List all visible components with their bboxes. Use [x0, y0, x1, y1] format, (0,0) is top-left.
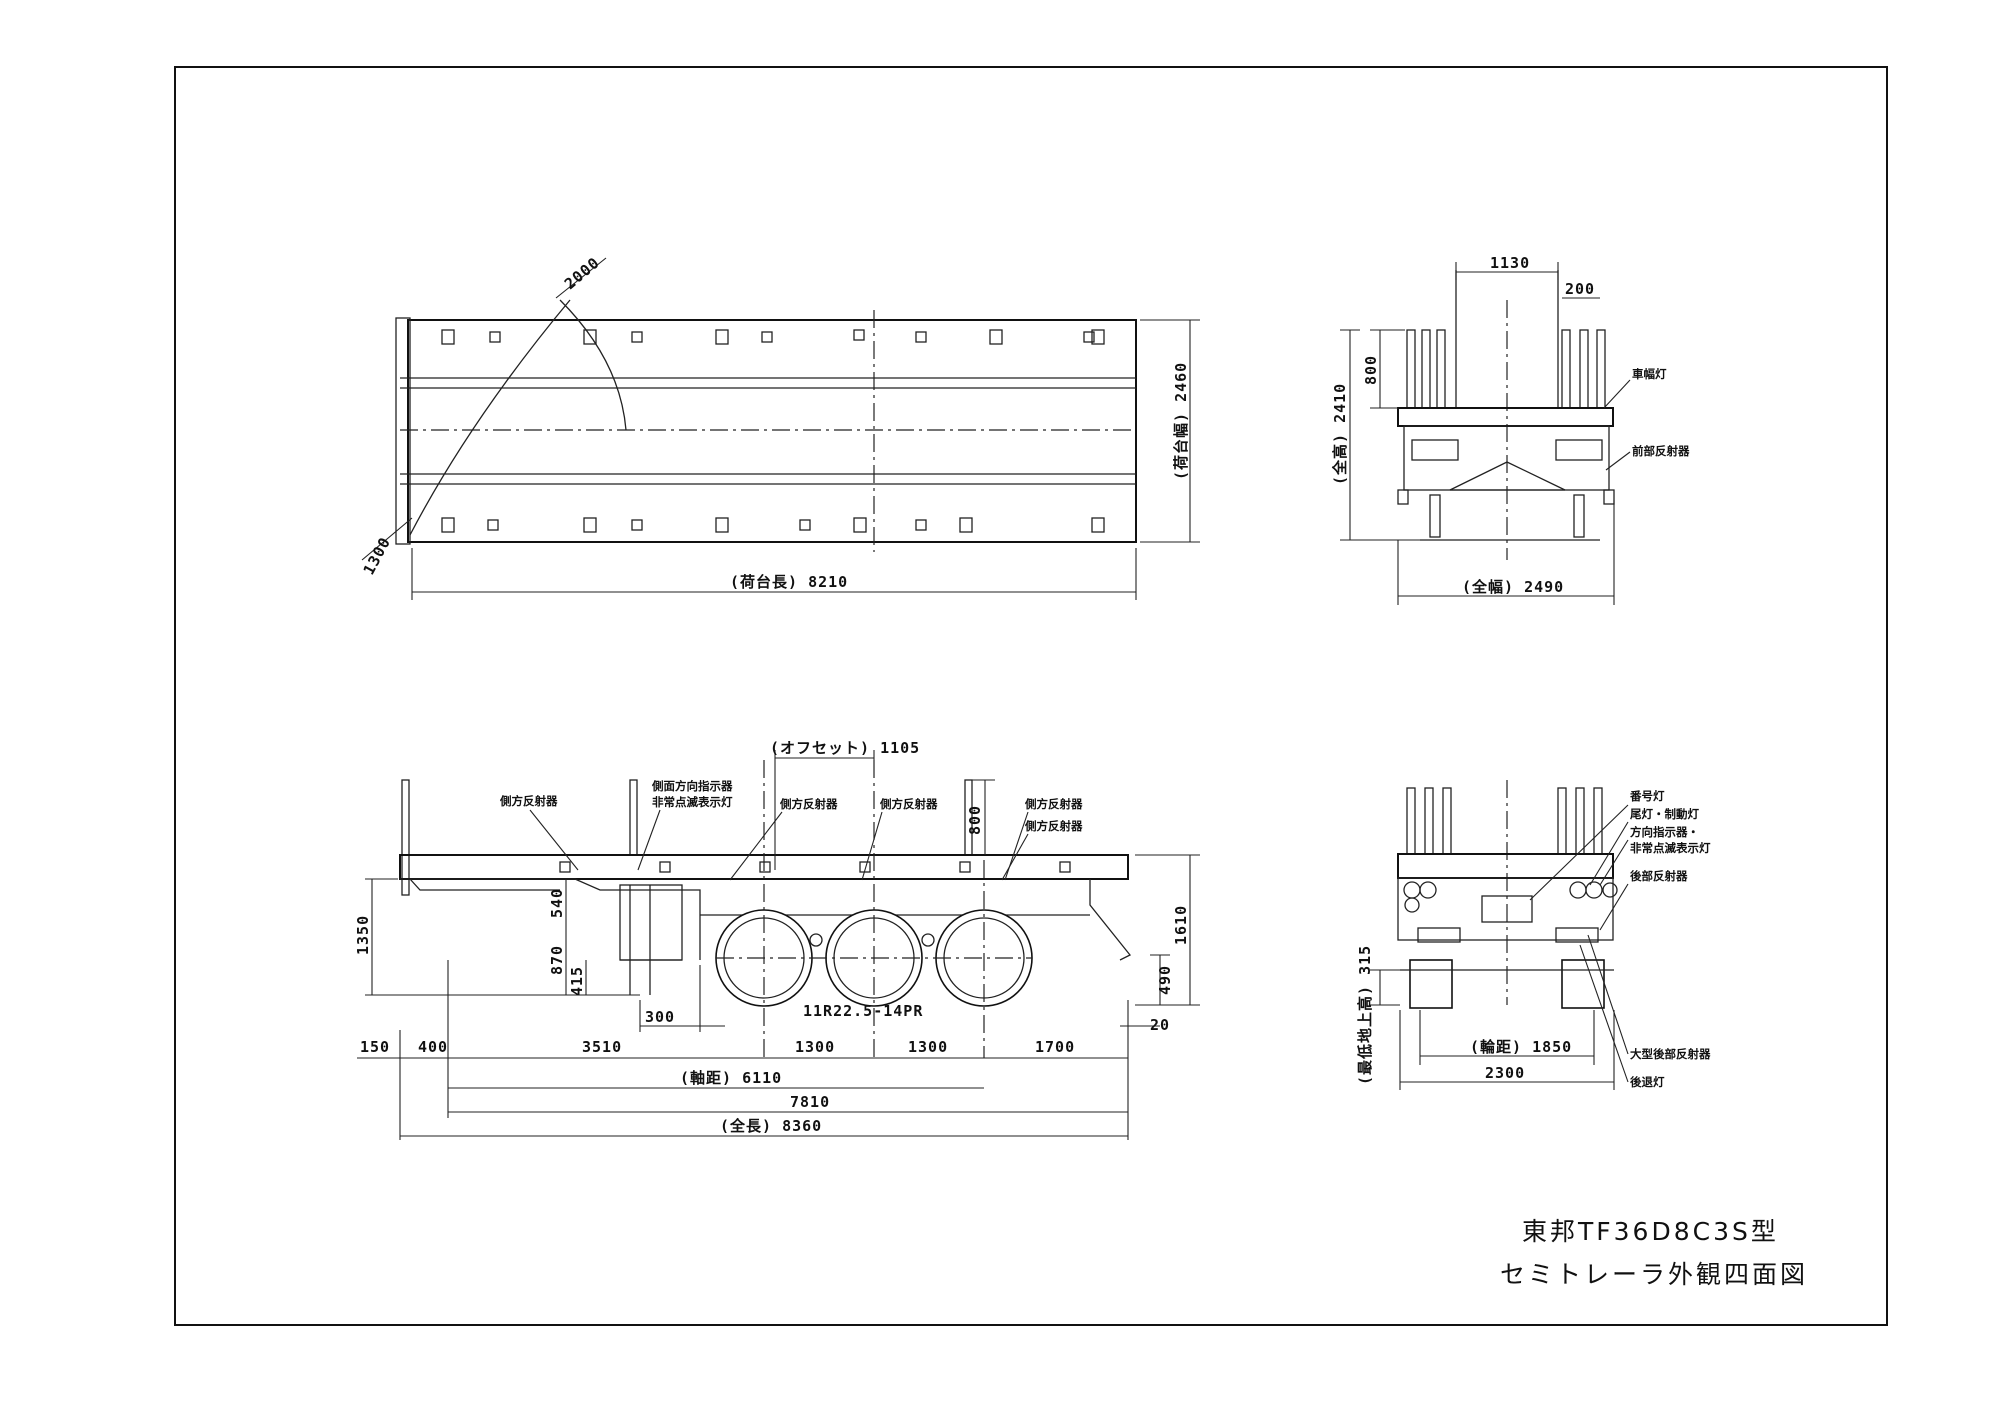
- label-turn-1: 方向指示器・: [1630, 825, 1699, 839]
- label-side-reflector-4: 側方反射器: [1024, 797, 1083, 811]
- dim-leg-offset: 300: [645, 1008, 675, 1026]
- dim-1300a: 1300: [795, 1038, 835, 1056]
- label-large-rear-reflector: 大型後部反射器: [1630, 1047, 1711, 1061]
- label-side-turn-1: 側面方向指示器: [651, 779, 733, 793]
- dim-overall-height: (全高) 2410: [1331, 383, 1349, 485]
- side-view: 1350 540 870 415 800 (オフセット) 1105 1610 4…: [354, 739, 1200, 1140]
- dim-deck-height: 1350: [354, 915, 372, 955]
- front-view: 1130 200 800 (全高) 2410 (全幅) 2490 車幅灯 前部反…: [1331, 254, 1690, 605]
- dim-overall-width: (全幅) 2490: [1462, 578, 1564, 596]
- label-width-lamp: 車幅灯: [1632, 367, 1667, 381]
- dim-underrun-h: (最低地上高) 315: [1356, 945, 1374, 1085]
- label-reverse-lamp: 後退灯: [1630, 1075, 1665, 1089]
- rear-view: (最低地上高) 315 (輪距) 1850 2300 番号灯 尾灯・制動灯 方向…: [1356, 780, 1711, 1090]
- dim-track: (輪距) 1850: [1470, 1038, 1572, 1056]
- dim-150: 150: [360, 1038, 390, 1056]
- dim-overall-length: (全長) 8360: [720, 1117, 822, 1135]
- dim-leg-h: 415: [568, 966, 586, 996]
- dim-rear-overhang-small: 20: [1150, 1016, 1170, 1034]
- dim-400: 400: [418, 1038, 448, 1056]
- label-rear-reflector: 後部反射器: [1630, 869, 1688, 883]
- label-side-reflector-1: 側方反射器: [499, 794, 558, 808]
- label-tail-brake: 尾灯・制動灯: [1629, 807, 1699, 821]
- plan-view: 2000 1300 (荷台長) 8210 (荷台幅) 2460: [360, 253, 1200, 600]
- dim-wheelbase: (軸距) 6110: [680, 1069, 782, 1087]
- dim-stanchion-height: 800: [1362, 355, 1380, 385]
- dim-deck-width: (荷台幅) 2460: [1172, 362, 1190, 480]
- dim-kingpin-front: 1300: [360, 534, 395, 578]
- dim-stanchion-width: 200: [1565, 280, 1595, 298]
- label-front-reflector: 前部反射器: [1632, 444, 1690, 458]
- dim-rear-height: 1610: [1172, 905, 1190, 945]
- dim-7810: 7810: [790, 1093, 830, 1111]
- label-side-turn-2: 非常点滅表示灯: [652, 795, 733, 809]
- label-turn-2: 非常点滅表示灯: [1630, 841, 1711, 855]
- label-side-reflector-5: 側方反射器: [1024, 819, 1083, 833]
- dim-1700: 1700: [1035, 1038, 1075, 1056]
- tire-spec: 11R22.5-14PR: [803, 1002, 923, 1020]
- label-side-reflector-3: 側方反射器: [879, 797, 938, 811]
- dim-1300b: 1300: [908, 1038, 948, 1056]
- dim-offset: (オフセット) 1105: [770, 739, 920, 757]
- dim-swing-radius: 2000: [561, 253, 603, 293]
- dim-3510: 3510: [582, 1038, 622, 1056]
- dim-coupler-h: 540: [548, 888, 566, 918]
- dim-rear-width: 2300: [1485, 1064, 1525, 1082]
- title-model: 東邦TF36D8C3S型: [1522, 1217, 1779, 1246]
- title-subtitle: セミトレーラ外観四面図: [1500, 1260, 1808, 1289]
- dim-rear-bumper-h: 490: [1156, 965, 1174, 995]
- drawing-frame: [174, 66, 1888, 1326]
- dim-side-stanchion-h: 800: [966, 805, 984, 835]
- dim-frame-h: 870: [548, 945, 566, 975]
- label-side-reflector-2: 側方反射器: [779, 797, 838, 811]
- dim-deck-length: (荷台長) 8210: [730, 573, 848, 591]
- dim-stanchion-spacing: 1130: [1490, 254, 1530, 272]
- label-plate-lamp: 番号灯: [1629, 789, 1665, 803]
